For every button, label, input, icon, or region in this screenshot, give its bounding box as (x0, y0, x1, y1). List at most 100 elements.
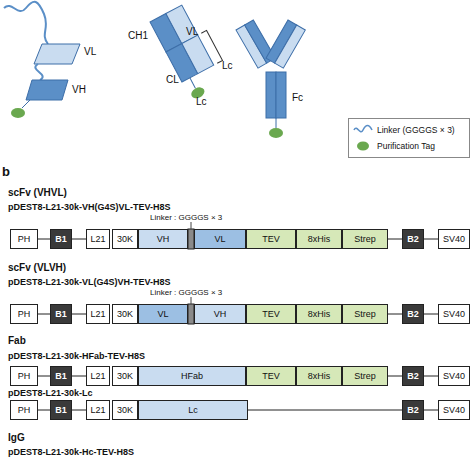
construct-element-box: Strep (342, 366, 388, 386)
construct-label: pDEST8-L21-30k-Lc (8, 388, 93, 398)
construct-element-box: 30K (112, 400, 138, 420)
construct-element-box: TEV (246, 229, 296, 249)
element-label: Lc (188, 405, 198, 415)
light-chain (275, 25, 306, 68)
backbone-line (424, 376, 438, 377)
construct-element-box: 8xHis (296, 366, 342, 386)
construct-element-box: Lc (138, 400, 248, 420)
element-label: B1 (55, 405, 67, 415)
construct-element-box: Strep (342, 229, 388, 249)
element-label: L21 (90, 371, 105, 381)
construct-element-box: VL (138, 304, 188, 324)
construct-element-box: SV40 (438, 366, 470, 386)
element-label: SV40 (443, 309, 465, 319)
legend-text: Linker (GGGGS × 3) (377, 125, 455, 135)
element-label: L21 (90, 405, 105, 415)
panel-letter: b (2, 164, 10, 179)
construct-element-box: VH (194, 304, 246, 324)
construct-element-box: L21 (86, 304, 110, 324)
domain-label: CH1 (128, 30, 148, 41)
element-label: Strep (354, 234, 376, 244)
construct-element-box: B1 (50, 304, 72, 324)
construct-element-box: 8xHis (296, 304, 342, 324)
element-label: VH (214, 309, 227, 319)
element-label: B1 (55, 371, 67, 381)
light-domain (182, 35, 214, 73)
element-label: L21 (90, 309, 105, 319)
element-label: SV40 (443, 405, 465, 415)
construct-element-box: B1 (50, 400, 72, 420)
domain-label: Lc (222, 60, 233, 71)
element-label: PH (18, 309, 31, 319)
backbone-line (72, 410, 86, 411)
element-label: PH (18, 234, 31, 244)
construct-element-box: SV40 (438, 229, 470, 249)
construct-element-box: L21 (86, 400, 110, 420)
construct-label: pDEST8-L21-30k-Hc-TEV-H8S (8, 447, 134, 457)
fc-chain (276, 72, 286, 118)
legend-swatch (357, 142, 369, 151)
linker-squiggle (4, 2, 48, 44)
leader-line (191, 297, 192, 304)
element-label: 30K (117, 371, 133, 381)
legend-box: Linker (GGGGS × 3)Purification Tag (348, 118, 470, 158)
tag-tether (276, 118, 277, 128)
construct-element-box: B2 (402, 229, 424, 249)
construct-element-box: Strep (342, 304, 388, 324)
element-label: PH (18, 405, 31, 415)
element-label: B2 (407, 371, 419, 381)
construct-element-box: B2 (402, 304, 424, 324)
backbone-line (248, 410, 402, 411)
construct-element-box: B2 (402, 366, 424, 386)
igg-drawing (236, 20, 305, 138)
construct-element-box: VL (194, 229, 246, 249)
construct-element-box: PH (10, 400, 38, 420)
construct-element-box: 8xHis (296, 229, 342, 249)
construct-label: scFv (VLVH) (8, 262, 66, 273)
fc-chain (266, 72, 276, 118)
backbone-line (38, 239, 50, 240)
element-label: B2 (407, 234, 419, 244)
construct-element-box: L21 (86, 229, 110, 249)
element-label: TEV (262, 371, 280, 381)
legend-sample (353, 124, 373, 136)
element-label: VL (214, 234, 225, 244)
construct-element-box: 30K (112, 366, 138, 386)
legend-sample (353, 140, 373, 152)
element-label: Strep (354, 371, 376, 381)
legend-entry: Linker (GGGGS × 3) (353, 122, 465, 138)
construct-element-box: 30K (112, 229, 138, 249)
purification-tag (269, 128, 283, 138)
backbone-line (424, 239, 438, 240)
backbone-line (388, 239, 402, 240)
construct-element-box: TEV (246, 304, 296, 324)
element-label: VL (157, 309, 168, 319)
construct-element-box: SV40 (438, 304, 470, 324)
backbone-line (424, 410, 438, 411)
domain-label: Lc (196, 96, 207, 107)
construct-element-box: VH (138, 229, 188, 249)
construct-element-box: PH (10, 366, 38, 386)
vh-domain (26, 80, 68, 100)
element-label: 8xHis (308, 309, 331, 319)
domain-label: VL (84, 46, 96, 57)
element-label: VH (157, 234, 170, 244)
domain-label: VL (186, 26, 198, 37)
tag-tether (22, 100, 30, 108)
element-label: PH (18, 371, 31, 381)
legend-linker-sample (354, 126, 372, 132)
element-label: B2 (407, 405, 419, 415)
construct-element-box: HFab (138, 366, 246, 386)
element-label: 8xHis (308, 234, 331, 244)
construct-label: scFv (VHVL) (8, 187, 67, 198)
backbone-line (72, 376, 86, 377)
construct-label: pDEST8-L21-30k-HFab-TEV-H8S (8, 351, 145, 361)
construct-element-box: TEV (246, 366, 296, 386)
element-label: TEV (262, 234, 280, 244)
element-label: TEV (262, 309, 280, 319)
fab-drawing (150, 0, 233, 101)
backbone-line (38, 376, 50, 377)
construct-element-box: PH (10, 229, 38, 249)
domain-label: CL (166, 74, 179, 85)
